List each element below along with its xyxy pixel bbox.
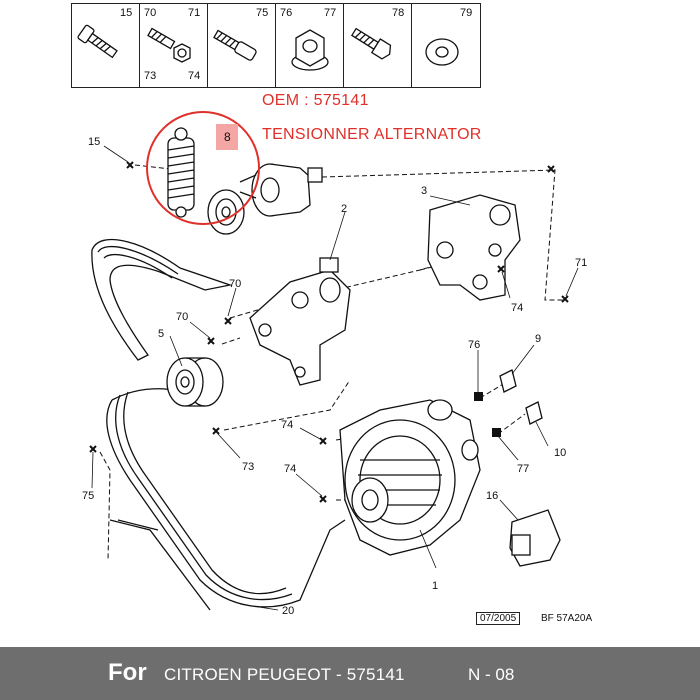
legend-label: 15 [120,7,133,19]
threaded-stud-icon [213,29,257,61]
washer-icon [425,38,459,66]
part-number: 70 [229,278,242,290]
footer-description: CITROEN PEUGEOT - 575141 [164,665,405,684]
highlight-circle [146,111,260,225]
part-number: 74 [511,302,524,314]
legend-label: 79 [460,7,473,19]
part-number: 73 [242,461,255,473]
connector-16 [509,509,561,567]
highlight-marker [216,124,238,150]
legend-label: 74 [188,70,201,82]
stud-nut-icon [147,27,191,63]
bracket-3 [427,194,521,301]
part-number: 77 [517,463,530,475]
flange-nut-icon [291,29,329,71]
part-number: 74 [281,419,294,431]
part-number: 74 [284,463,297,475]
part-number: 1 [432,580,439,592]
upper-belt [91,238,233,361]
part-number: 71 [575,257,588,269]
part-title: TENSIONNER ALTERNATOR [262,126,482,143]
nut-10 [525,401,543,425]
legend-cell-70-74: 70 71 73 74 [140,4,208,87]
idler-pulley [166,357,224,407]
part-number: 76 [468,339,481,351]
part-number: 3 [421,185,428,197]
bolt-icon [77,24,118,59]
legend-cell-75: 75 [208,4,276,87]
legend-label: 70 [144,7,157,19]
highlight-part-label: 8 [224,130,231,144]
legend-label: 73 [144,70,157,82]
legend-label: 78 [392,7,405,19]
part-number: 10 [554,447,567,459]
legend-cell-15: 15 [72,4,140,87]
bracket-2 [249,257,351,386]
legend-label: 77 [324,7,337,19]
legend-cell-78: 78 [344,4,412,87]
alternator [339,399,481,556]
part-number: 16 [486,490,499,502]
footer-code: N - 08 [468,665,515,684]
nut-9 [499,369,517,393]
part-number: 15 [88,136,101,148]
legend-label: 75 [256,7,269,19]
fastener-legend: 15 70 71 73 74 75 [71,3,481,88]
part-number: 2 [341,203,348,215]
legend-label: 76 [280,7,293,19]
oem-label: OEM : 575141 [262,92,369,109]
legend-label: 71 [188,7,201,19]
tensioner-spring [167,127,195,218]
legend-cell-79: 79 [412,4,480,87]
reference-date: 07/2005 [476,612,521,625]
legend-cell-76-77: 76 77 [276,4,344,87]
tensioner-pulley [207,163,323,235]
part-number: 20 [282,605,295,617]
part-number: 70 [176,311,189,323]
footer-bar: For CITROEN PEUGEOT - 575141 N - 08 [0,647,700,700]
reference-code: BF 57A20A [541,613,593,624]
part-number: 9 [535,333,542,345]
screw-icon [350,27,392,60]
part-number: 75 [82,490,95,502]
footer-prefix: For [108,659,147,686]
lower-belt [106,388,346,611]
part-number: 5 [158,328,165,340]
